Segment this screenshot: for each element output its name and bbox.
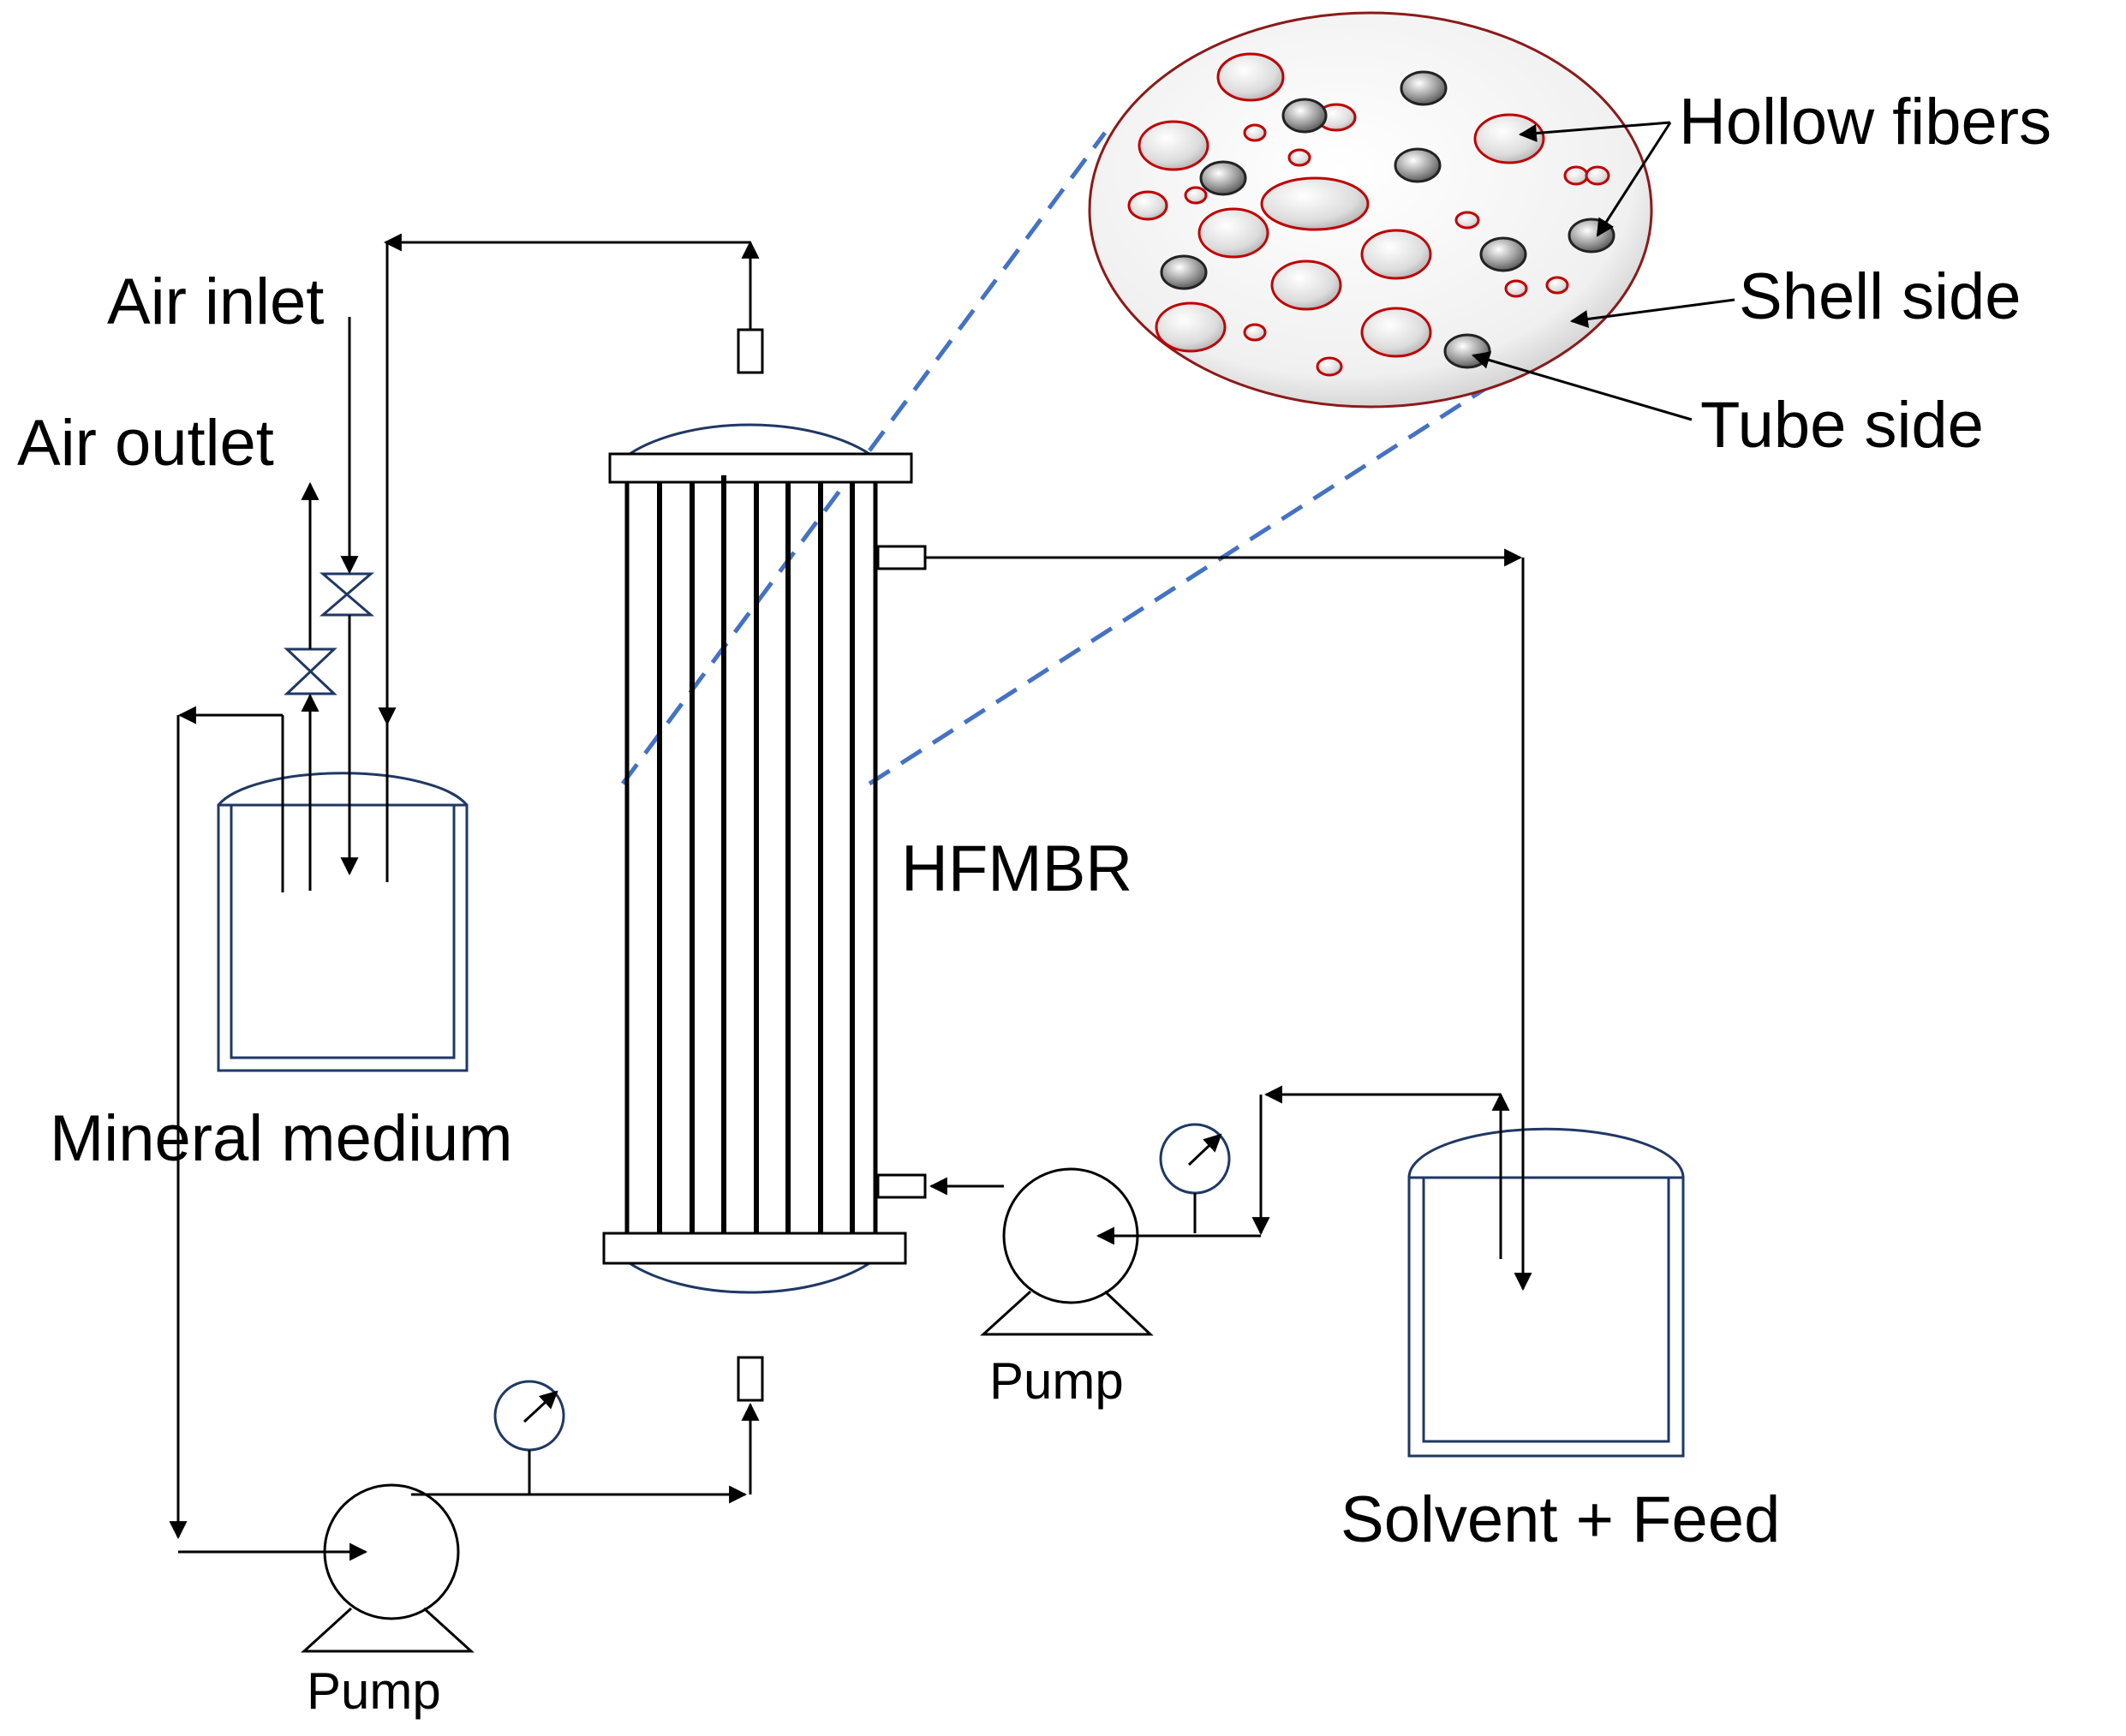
hfmbr-module bbox=[602, 328, 927, 1402]
label-solvent-feed: Solvent + Feed bbox=[1341, 1483, 1780, 1556]
label-mineral-medium: Mineral medium bbox=[50, 1102, 513, 1175]
piping bbox=[169, 233, 1532, 1561]
mineral-medium-vessel bbox=[217, 772, 469, 1072]
callout-lines bbox=[1471, 121, 1735, 421]
solvent-feed-vessel bbox=[1407, 1127, 1685, 1458]
pressure-gauge-right bbox=[1159, 1123, 1231, 1233]
label-pump-right: Pump bbox=[989, 1352, 1124, 1410]
fiber-cross-section bbox=[1088, 11, 1653, 409]
valve-air-inlet bbox=[319, 572, 375, 617]
label-tube-side: Tube side bbox=[1700, 389, 1984, 462]
valve-air-outlet bbox=[284, 647, 337, 695]
pump-right-symbol bbox=[980, 1167, 1154, 1336]
label-hfmbr: HFMBR bbox=[901, 832, 1132, 905]
label-pump-bottom: Pump bbox=[307, 1662, 441, 1720]
label-shell-side: Shell side bbox=[1739, 260, 2021, 333]
label-air-outlet: Air outlet bbox=[17, 407, 274, 480]
grey-fibers bbox=[1160, 70, 1615, 369]
label-air-inlet: Air inlet bbox=[107, 265, 324, 338]
zoom-lines bbox=[620, 131, 1559, 786]
pressure-gauge-bottom bbox=[493, 1380, 565, 1494]
pump-bottom-symbol bbox=[301, 1483, 475, 1653]
label-hollow-fibers: Hollow fibers bbox=[1679, 86, 2051, 158]
